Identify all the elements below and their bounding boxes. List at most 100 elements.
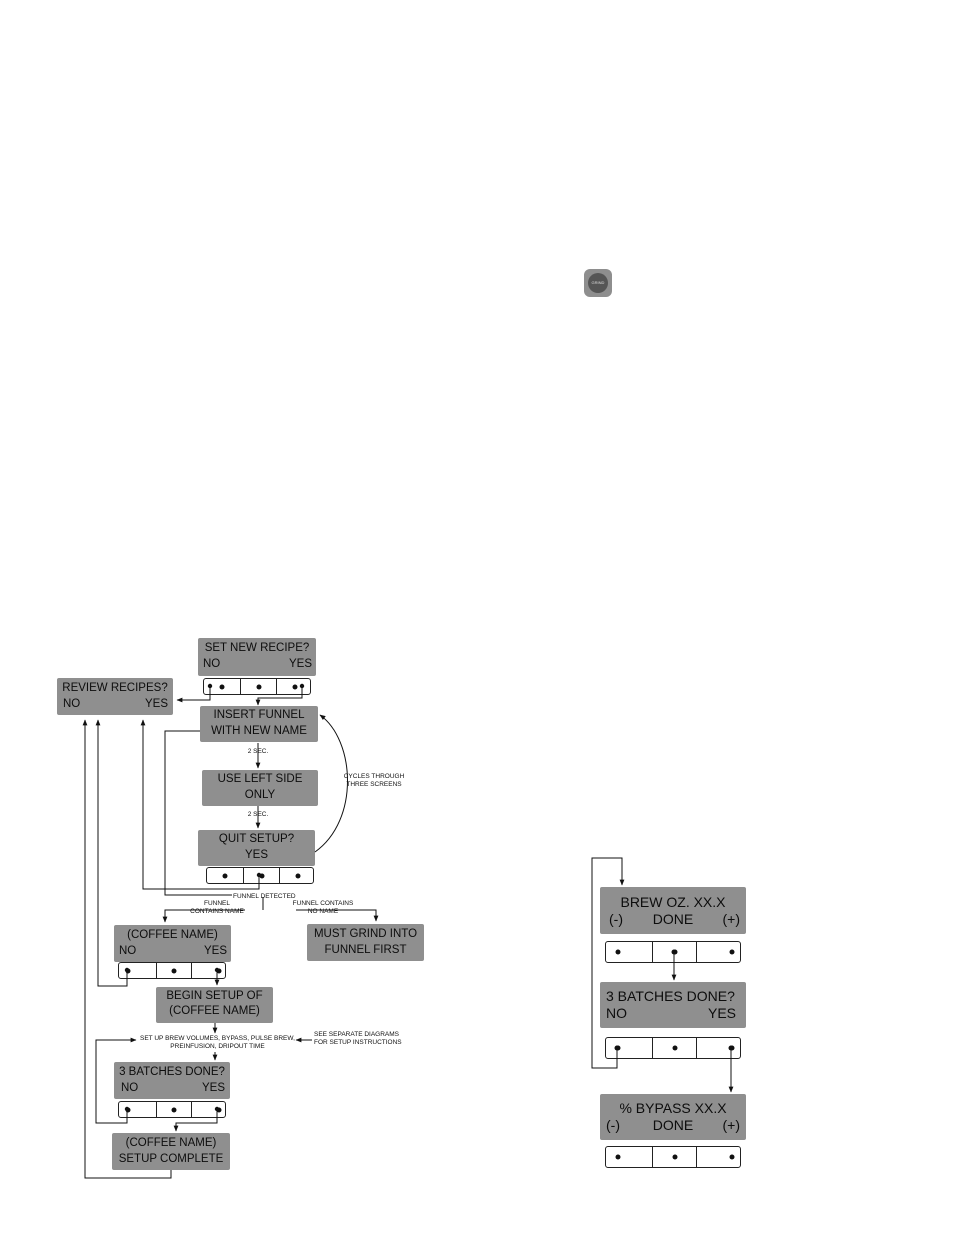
lcd-right-option: YES [203,945,227,957]
lcd-left-option: NO [203,658,221,670]
button-dot [222,873,228,878]
center-button[interactable] [240,679,276,694]
see-diagrams-line1: SEE SEPARATE DIAGRAMS [314,1031,400,1038]
button-dot [295,873,300,878]
setup-steps-line2: PREINFUSION, DRIPOUT TIME [170,1042,265,1050]
lcd-must-grind: MUST GRIND INTO FUNNEL FIRST [307,924,424,961]
button-dot [219,684,225,689]
button-dot [171,968,177,973]
lcd-use-left-side: USE LEFT SIDE ONLY [202,770,318,806]
button-dot [292,684,297,689]
connector-to-coffee-name [162,909,245,923]
cycles-note-line1: CYCLES THROUGH [343,773,405,780]
lcd-left-option: (-) [609,911,623,927]
lcd-line1: 3 BATCHES DONE? [606,988,735,1004]
connector-batches-no [95,1037,137,1124]
connector-batches-yes [173,1109,218,1132]
lcd-right-option: (+) [722,1117,741,1133]
lcd-middle-option: DONE [652,911,694,927]
lcd-left-option: NO [119,945,137,957]
grind-button-icon: GRIND [584,269,612,297]
lcd-line2: YES [244,849,268,861]
lcd-line2: WITH NEW NAME [211,725,307,737]
lcd-begin-setup: BEGIN SETUP OF (COFFEE NAME) [156,987,273,1023]
lcd-right-option: YES [201,1082,225,1094]
lcd-brew-oz: BREW OZ. XX.X (-) DONE (+) [600,887,746,934]
lcd-bypass: % BYPASS XX.X (-) DONE (+) [600,1094,746,1140]
lcd-left-option: NO [63,698,81,710]
right-button[interactable] [696,1147,742,1167]
lcd-line1: USE LEFT SIDE [217,773,303,785]
lcd-coffee-name: (COFFEE NAME) NO YES [114,925,231,962]
grind-icon-label: GRIND [588,273,608,293]
button-dot [672,1045,678,1051]
setup-steps-note: SET UP BREW VOLUMES, BYPASS, PULSE BREW,… [140,1035,295,1050]
lcd-right-option: YES [288,658,312,670]
button-dot [729,949,735,955]
lcd-batches-done-right: 3 BATCHES DONE? NO YES [600,982,746,1028]
lcd-right-option: YES [707,1005,736,1021]
button-row-set-new-recipe [203,678,311,695]
connector-yes-to-insert [255,686,303,706]
lcd-middle-option: DONE [652,1117,694,1133]
lcd-quit-setup: QUIT SETUP? YES [198,830,315,866]
left-button[interactable] [207,868,243,883]
right-button[interactable] [279,868,315,883]
lcd-left-option: NO [606,1005,627,1021]
lcd-insert-funnel: INSERT FUNNEL WITH NEW NAME [200,706,318,742]
center-button[interactable] [652,1038,696,1058]
contains-name-line2: CONTAINS NAME [190,907,244,915]
center-button[interactable] [156,1102,191,1117]
connector-batches-no-loop [591,857,625,1069]
lcd-right-option: (+) [722,911,741,927]
lcd-line2: (COFFEE NAME) [169,1005,260,1017]
button-dot [615,1154,621,1160]
lcd-line1: (COFFEE NAME) [125,1137,217,1149]
lcd-line1: INSERT FUNNEL [213,709,305,721]
cycles-note-line2: THREE SCREENS [346,780,402,788]
button-dot [259,873,264,878]
left-button[interactable] [606,942,652,962]
lcd-line1: QUIT SETUP? [218,833,295,845]
left-button[interactable] [606,1147,652,1167]
contains-no-name-line1: FUNNEL CONTAINS [292,900,354,907]
lcd-set-new-recipe: SET NEW RECIPE? NO YES [198,638,316,676]
button-dot [256,684,261,689]
lcd-line1: BREW OZ. XX.X [620,894,726,910]
lcd-line1: REVIEW RECIPES? [62,682,168,694]
button-row-bypass [605,1146,741,1168]
cycles-note: CYCLES THROUGH THREE SCREENS [340,773,408,788]
center-button[interactable] [652,1147,696,1167]
contains-name-label: FUNNEL CONTAINS NAME [185,900,249,915]
lcd-setup-complete: (COFFEE NAME) SETUP COMPLETE [112,1133,230,1170]
right-button[interactable] [276,679,312,694]
lcd-left-option: NO [121,1082,139,1094]
button-row-batches-left [118,1101,226,1118]
setup-steps-line1: SET UP BREW VOLUMES, BYPASS, PULSE BREW, [140,1035,295,1042]
lcd-line2: FUNNEL FIRST [324,944,407,956]
contains-no-name-label: FUNNEL CONTAINS NO NAME [290,900,356,915]
lcd-right-option: YES [144,698,168,710]
lcd-left-option: (-) [606,1117,620,1133]
connector-quit-to-review [140,719,260,890]
funnel-detected-label: FUNNEL DETECTED [233,893,296,900]
lcd-line2: SETUP COMPLETE [118,1153,224,1165]
lcd-line1: (COFFEE NAME) [127,929,218,941]
button-dot [729,1154,735,1160]
left-button[interactable] [204,679,240,694]
lcd-line1: 3 BATCHES DONE? [119,1066,225,1078]
connector-insert-to-detected [164,730,232,896]
center-button[interactable] [243,868,279,883]
right-button[interactable] [696,942,742,962]
connector-cycle [314,714,348,853]
see-diagrams-note: SEE SEPARATE DIAGRAMS FOR SETUP INSTRUCT… [314,1031,404,1046]
connector-no-to-review [176,686,211,703]
contains-name-line1: FUNNEL [203,900,230,907]
connector-coffee-no [95,719,128,987]
lcd-line1: BEGIN SETUP OF [166,990,263,1002]
center-button[interactable] [156,963,191,978]
contains-no-name-line2: NO NAME [307,907,339,915]
lcd-line2: ONLY [244,789,276,801]
connector-complete-loop [82,719,172,1179]
